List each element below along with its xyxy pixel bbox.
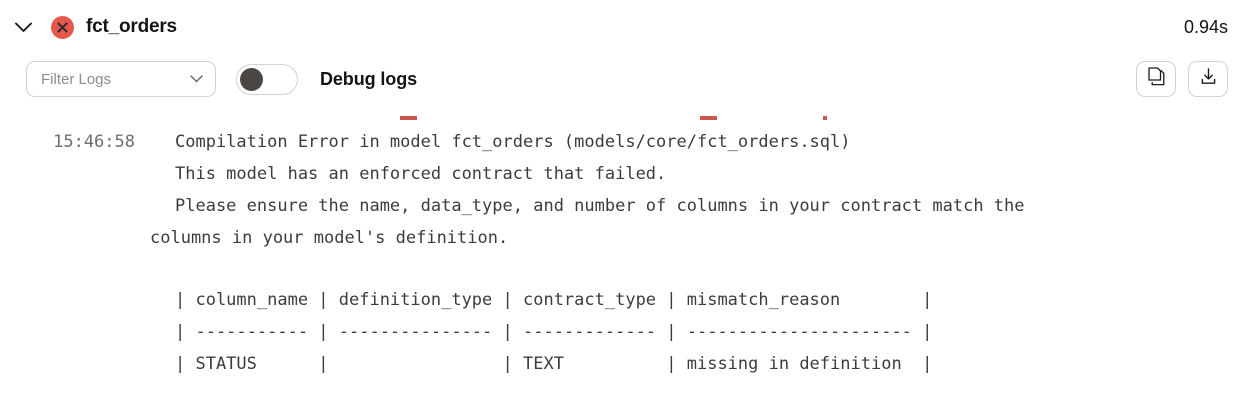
log-line: Please ensure the name, data_type, and n… bbox=[0, 190, 1250, 222]
chevron-down-icon bbox=[190, 75, 203, 83]
log-table-row: | STATUS | | TEXT | missing in definitio… bbox=[0, 348, 1250, 380]
download-icon bbox=[1199, 67, 1218, 91]
collapse-toggle-button[interactable] bbox=[8, 12, 38, 42]
log-table-header-row: | column_name | definition_type | contra… bbox=[0, 284, 1250, 316]
log-line: 15:46:58 Compilation Error in model fct_… bbox=[0, 126, 1250, 158]
log-toolbar: Filter Logs Debug logs bbox=[0, 54, 1250, 104]
log-message: | STATUS | | TEXT | missing in definitio… bbox=[175, 354, 933, 374]
clipped-text-fragment bbox=[700, 116, 717, 120]
log-message: columns in your model's definition. bbox=[150, 228, 509, 248]
toggle-knob bbox=[240, 67, 263, 91]
log-output[interactable]: 15:46:58 Compilation Error in model fct_… bbox=[0, 104, 1250, 400]
clipped-previous-line bbox=[0, 104, 1250, 126]
copy-logs-button[interactable] bbox=[1136, 61, 1176, 97]
log-line: This model has an enforced contract that… bbox=[0, 158, 1250, 190]
log-timestamp: 15:46:58 bbox=[53, 132, 135, 152]
log-message: This model has an enforced contract that… bbox=[175, 164, 667, 184]
copy-icon bbox=[1147, 67, 1165, 91]
log-blank-line bbox=[0, 254, 1250, 284]
log-table-separator-row: | ----------- | --------------- | ------… bbox=[0, 316, 1250, 348]
run-duration: 0.94s bbox=[1183, 16, 1228, 37]
download-logs-button[interactable] bbox=[1188, 61, 1228, 97]
clipped-text-fragment bbox=[823, 116, 827, 120]
debug-logs-label: Debug logs bbox=[320, 68, 417, 89]
log-message: | column_name | definition_type | contra… bbox=[175, 290, 933, 310]
log-message: | ----------- | --------------- | ------… bbox=[175, 322, 933, 342]
page-title: fct_orders bbox=[86, 16, 177, 37]
filter-logs-select[interactable]: Filter Logs bbox=[26, 61, 216, 97]
log-line: columns in your model's definition. bbox=[0, 222, 1250, 254]
error-x-circle-icon bbox=[51, 15, 74, 39]
log-panel-header: fct_orders 0.94s bbox=[0, 0, 1250, 54]
chevron-down-icon bbox=[14, 22, 32, 33]
clipped-text-fragment bbox=[400, 116, 417, 120]
debug-logs-toggle[interactable] bbox=[236, 63, 298, 95]
log-message: Please ensure the name, data_type, and n… bbox=[175, 196, 1025, 216]
log-message: Compilation Error in model fct_orders (m… bbox=[175, 132, 851, 152]
filter-logs-label: Filter Logs bbox=[41, 70, 112, 88]
